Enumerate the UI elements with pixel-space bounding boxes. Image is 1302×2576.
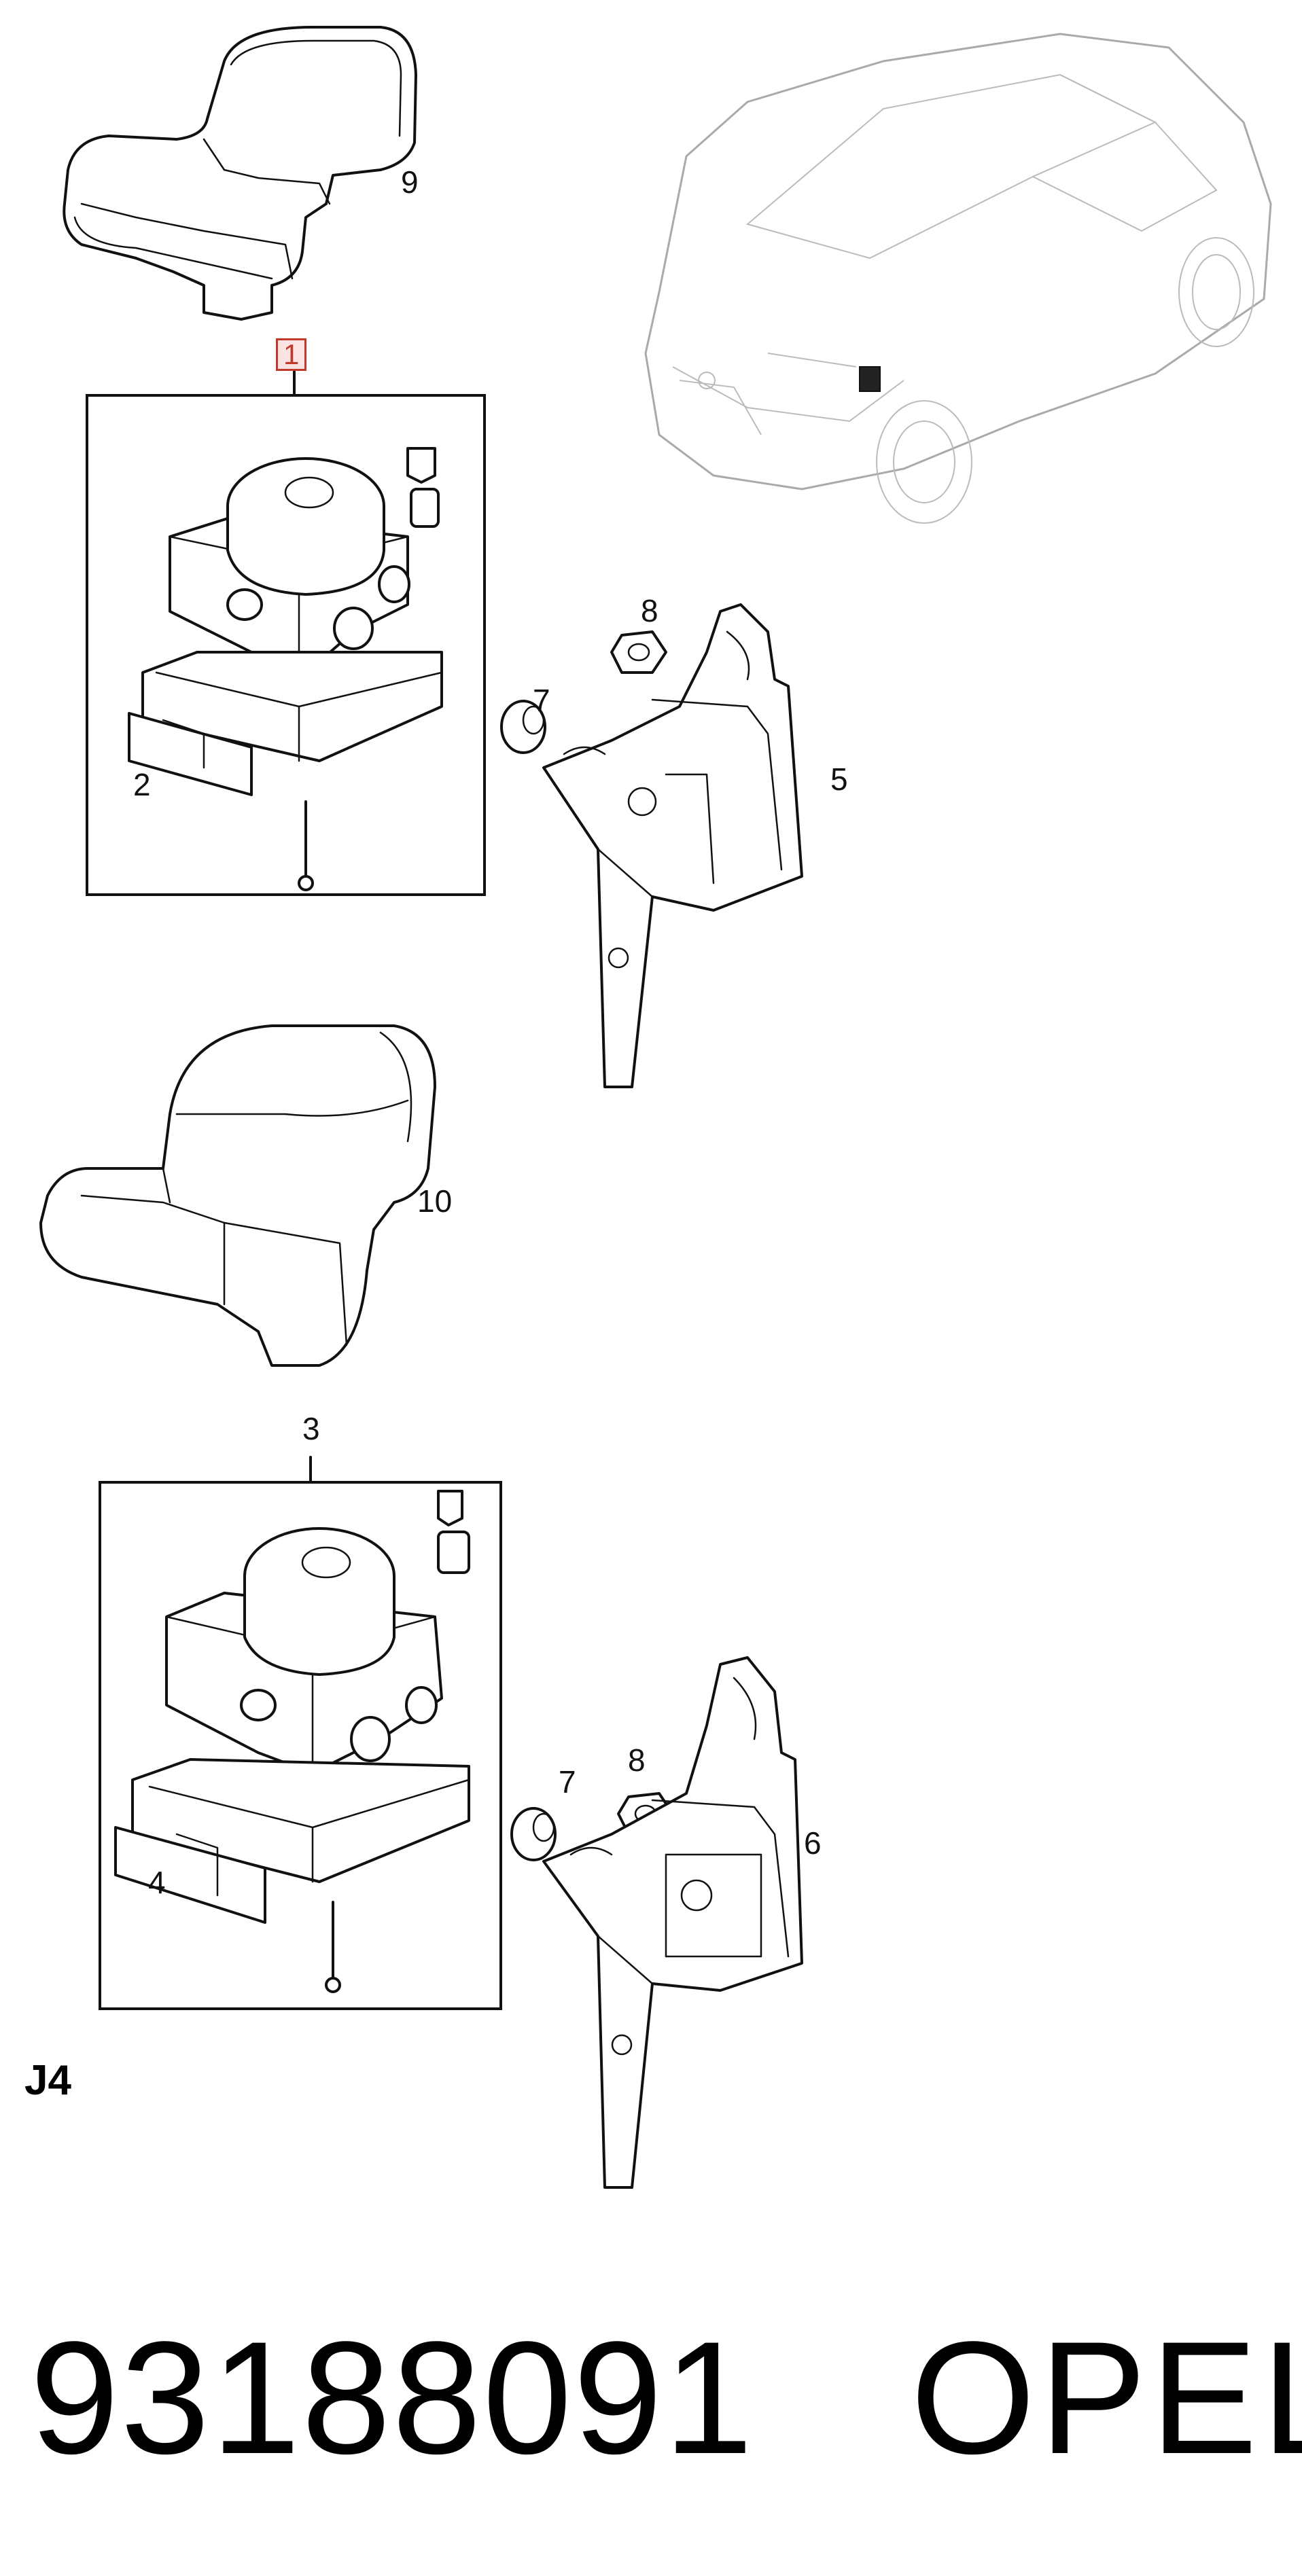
insulator-cover-large — [39, 1024, 436, 1367]
callout-2: 2 — [133, 767, 151, 802]
footer-part-number: 93188091 — [30, 2308, 755, 2488]
callout-4: 4 — [148, 1865, 166, 1900]
callout-10: 10 — [417, 1183, 453, 1219]
footer-brand: OPEL — [911, 2308, 1302, 2488]
callout-7-top: 7 — [533, 683, 550, 718]
bracket-item-5 — [542, 603, 803, 1088]
callout-9: 9 — [401, 164, 419, 200]
nut-item-8-top — [610, 630, 667, 674]
callout-8-bottom: 8 — [628, 1742, 646, 1778]
callout-5: 5 — [830, 762, 848, 797]
abs-modulator-item-4 — [114, 1490, 470, 1993]
callout-8-top: 8 — [641, 593, 658, 628]
callout-1-highlighted: 1 — [276, 338, 307, 371]
grommet-item-7-bottom — [510, 1807, 557, 1861]
item-3-kit-box — [99, 1481, 502, 2010]
abs-modulator-item-2 — [128, 447, 443, 891]
item-1-kit-box — [86, 394, 486, 896]
bracket-item-6 — [542, 1656, 803, 2189]
page-code: J4 — [24, 2057, 71, 2104]
vehicle-location-sketch — [644, 33, 1272, 524]
callout-6: 6 — [804, 1825, 822, 1861]
callout-7-bottom: 7 — [559, 1764, 576, 1800]
grommet-item-7-top — [500, 700, 546, 754]
insulator-cover-small — [63, 26, 417, 321]
callout-3: 3 — [302, 1411, 320, 1446]
